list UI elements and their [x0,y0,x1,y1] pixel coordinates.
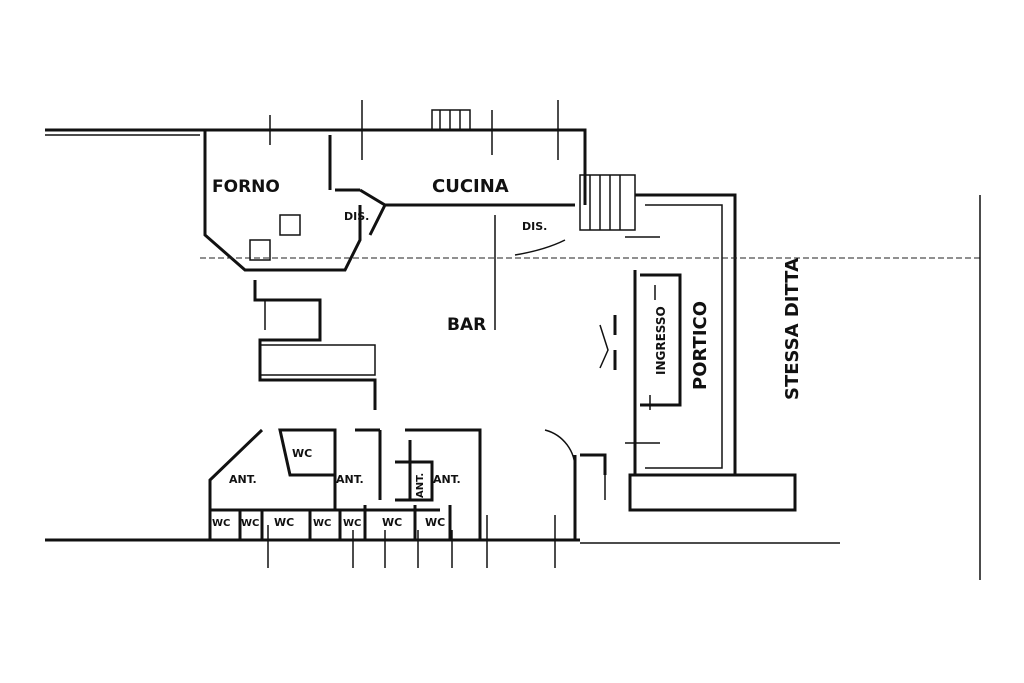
label-forno: FORNO [212,177,280,197]
label-portico: PORTICO [690,301,711,390]
label-wc: WC [274,516,294,529]
label-wc: WC [313,518,331,529]
label-dis-1: DIS. [344,210,369,223]
label-wc: WC [241,518,259,529]
label-wc: WC [212,518,230,529]
label-wc: WC [343,518,361,529]
label-stessa-ditta: STESSA DITTA [782,258,803,400]
label-dis-2: DIS. [522,220,547,233]
room-labels: FORNO CUCINA DIS. DIS. BAR INGRESSO PORT… [212,176,803,529]
label-ingresso: INGRESSO [654,306,668,375]
label-bar: BAR [447,315,486,335]
label-wc: WC [425,516,445,529]
label-ant: ANT. [229,473,257,486]
label-ant: ANT. [415,473,426,498]
label-ant: ANT. [433,473,461,486]
reference-lines [200,100,981,580]
label-wc: WC [292,447,312,460]
label-ant: ANT. [336,473,364,486]
label-wc: WC [382,516,402,529]
walls [45,109,797,542]
label-cucina: CUCINA [432,176,509,197]
